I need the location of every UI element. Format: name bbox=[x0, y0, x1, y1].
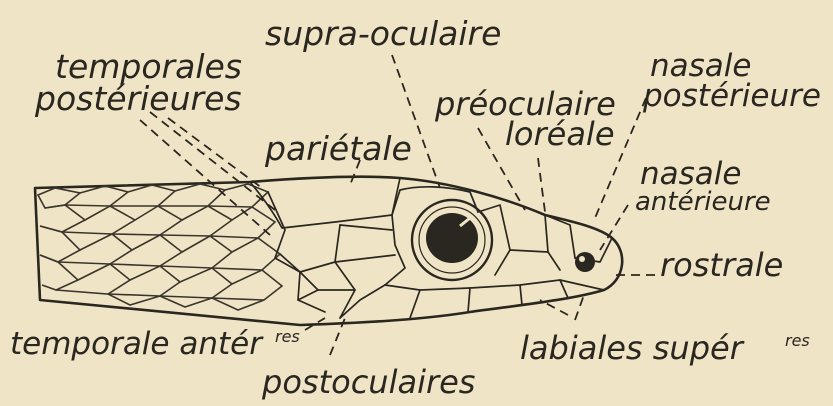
label-parietale: pariétale bbox=[264, 129, 412, 168]
label-nasale-posterieure-2: postérieure bbox=[642, 78, 821, 114]
label-supra-oculaire: supra-oculaire bbox=[265, 14, 501, 53]
label-postoculaires: postoculaires bbox=[261, 363, 475, 401]
label-temporale-anterieure-sup: res bbox=[275, 327, 300, 346]
label-loreale: loréale bbox=[505, 115, 615, 153]
label-posterieures: postérieures bbox=[34, 79, 242, 118]
nostril bbox=[575, 252, 595, 272]
label-labiales-superieures-sup: res bbox=[785, 331, 810, 350]
label-rostrale: rostrale bbox=[660, 246, 783, 284]
body-scales bbox=[38, 184, 282, 310]
label-labiales-superieures: labiales supér bbox=[520, 329, 745, 367]
eye bbox=[412, 200, 492, 280]
label-nasale-anterieure-2: antérieure bbox=[635, 187, 771, 217]
label-temporale-anterieure: temporale antér bbox=[10, 326, 264, 362]
